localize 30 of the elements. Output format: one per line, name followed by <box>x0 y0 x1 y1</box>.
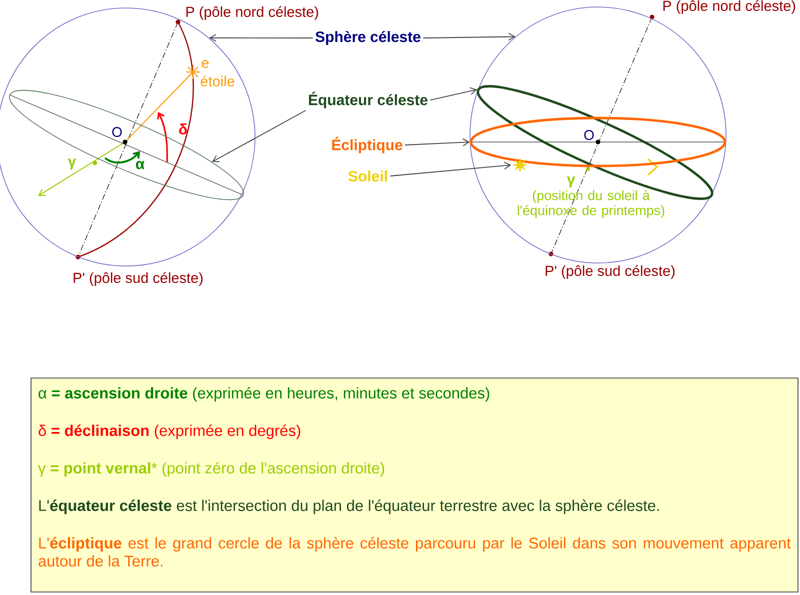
arrow <box>430 87 478 100</box>
pole-label: P (pôle nord céleste) <box>663 0 796 14</box>
arrow <box>422 32 516 41</box>
arrow <box>209 34 314 42</box>
angle-label: α <box>136 160 144 170</box>
caption-label: (position du soleil à l'équinoxe de printemps) <box>518 190 664 218</box>
star-label: e <box>202 60 209 68</box>
angle-label: δ <box>179 124 187 134</box>
panel-text: L'équateur céleste est l'intersection du plan de l'équateur terrestre avec la sphère céleste. <box>39 500 659 514</box>
arrow <box>390 162 512 176</box>
panel-text: α = ascension droite (exprimée en heures, minutes et secondes) <box>38 387 490 402</box>
text-panel <box>30 378 798 592</box>
callout-label: Sphère céleste <box>316 30 420 46</box>
panel-text: γ = point vernal* (point zéro de l'ascension droite) <box>38 462 384 477</box>
angle-label: γ <box>566 176 576 188</box>
pole-label: P' (pôle sud céleste) <box>546 265 675 279</box>
arrow <box>404 138 470 146</box>
sun-symbol <box>512 158 528 172</box>
arrow <box>212 110 306 162</box>
point-label: O <box>112 127 122 137</box>
panel-text: δ = déclinaison (exprimée en degrés) <box>38 424 300 440</box>
callout-label: Équateur céleste <box>308 92 428 108</box>
point-label: O <box>584 130 594 140</box>
ecliptic-ellipse <box>470 116 726 168</box>
callout-label: Écliptique <box>332 136 402 154</box>
callout-label: Soleil <box>348 170 387 182</box>
pole-label: P (pôle nord céleste) <box>186 6 318 20</box>
panel-text: L'écliptique est le grand cercle de la sphère céleste parcouru par le Soleil dans son mouvement apparent autour de la Terre. <box>38 537 791 567</box>
angle-label: γ <box>68 158 76 170</box>
pole-label: P' (pôle sud céleste) <box>74 272 203 286</box>
